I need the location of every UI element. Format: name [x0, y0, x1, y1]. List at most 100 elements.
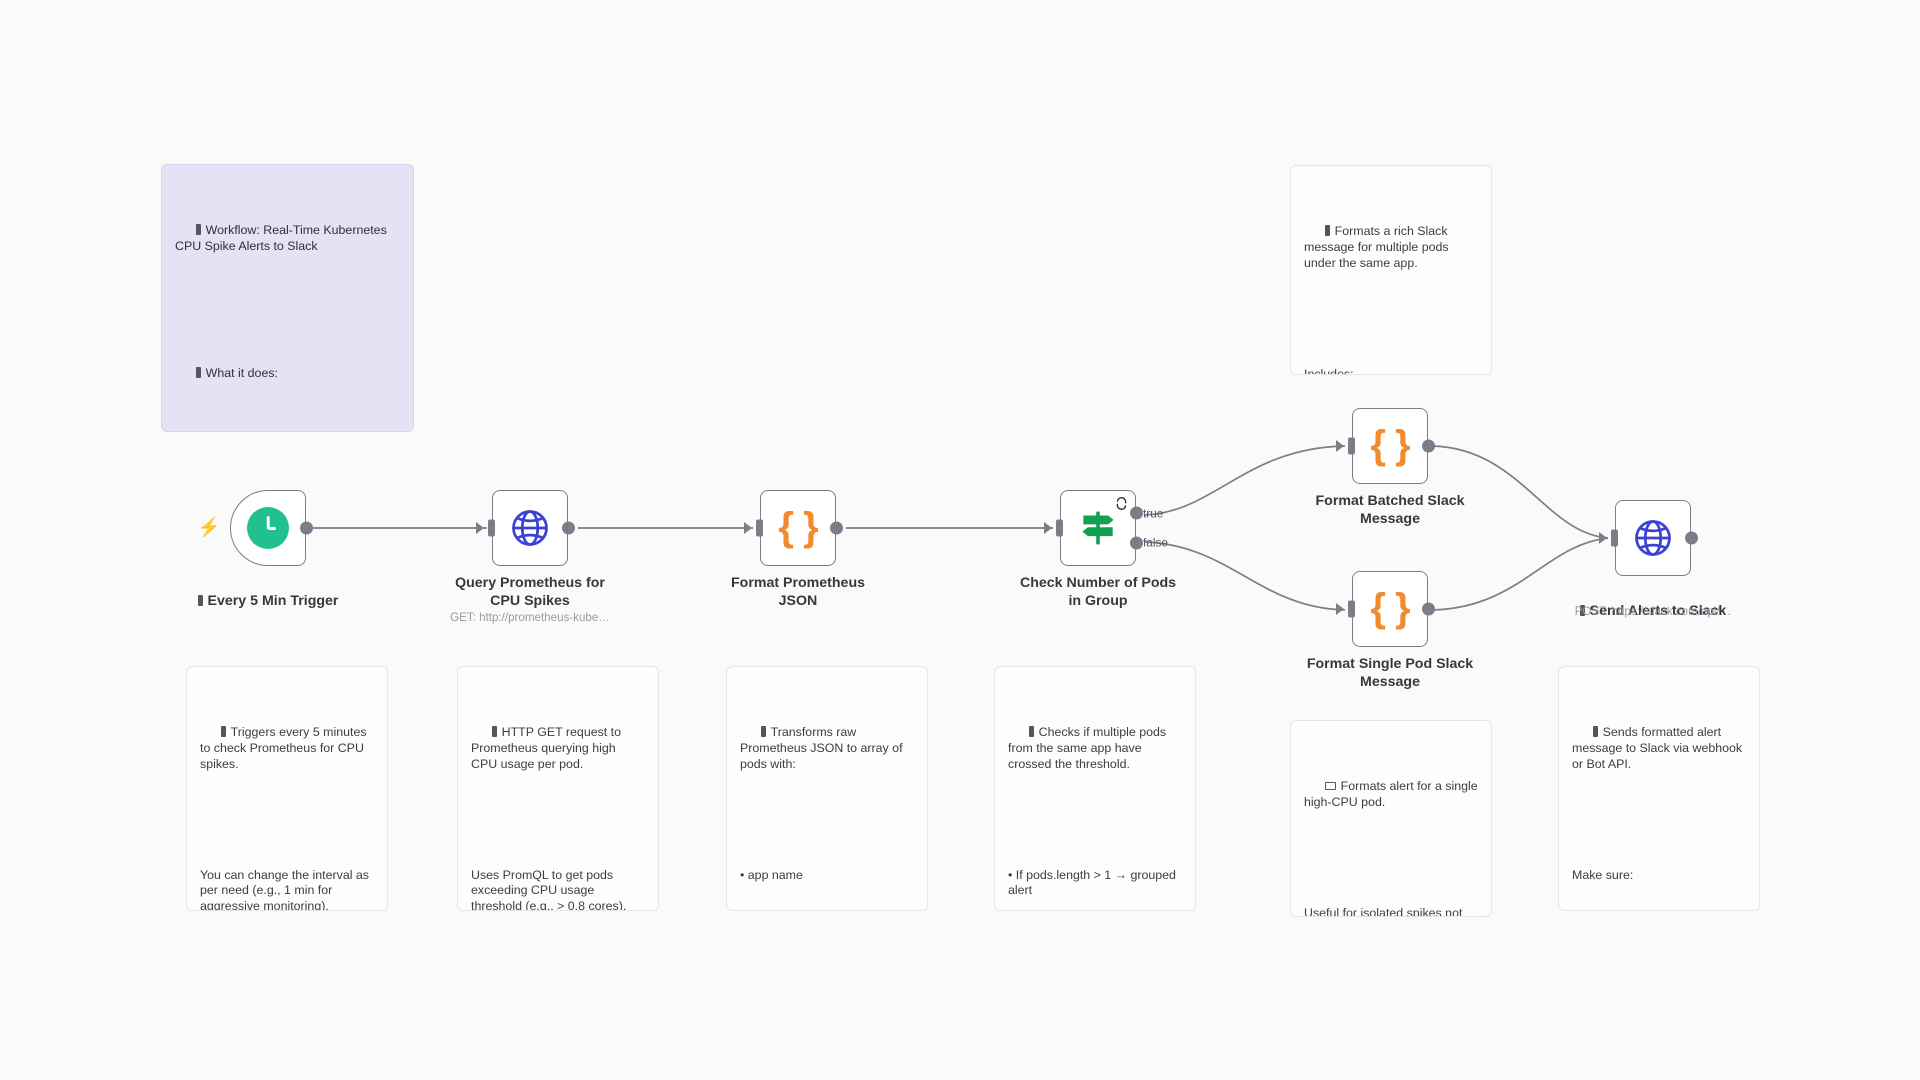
input-port[interactable] [756, 519, 763, 537]
sticky-line: Transforms raw Prometheus JSON to array … [740, 710, 914, 789]
output-label-true: true [1143, 506, 1164, 521]
sticky-spacer [471, 820, 645, 836]
output-port[interactable] [300, 521, 313, 535]
sticky-text: • If pods.length > 1 → grouped alert [1008, 867, 1180, 898]
input-port[interactable] [1348, 437, 1355, 455]
code-braces-icon: { } [1370, 585, 1410, 630]
note-icon [1028, 726, 1034, 738]
note-icon [195, 224, 201, 236]
node-label-text: Send Alerts to Slack [1589, 602, 1727, 619]
output-port[interactable] [1422, 439, 1435, 453]
note-icon [491, 726, 497, 738]
node-check-number-of-pods-in-group[interactable]: true false Check Number of Pods in Group [1020, 490, 1176, 609]
sticky-note-format[interactable]: Transforms raw Prometheus JSON to array … [726, 666, 928, 911]
node-label: Every 5 Min Trigger [153, 575, 383, 610]
sticky-spacer [740, 820, 914, 836]
note-icon [1324, 225, 1330, 237]
sticky-text: Formats a rich Slack message for multipl… [1304, 224, 1453, 270]
sticky-spacer [1008, 820, 1182, 836]
node-query-prometheus-for-cpu-spikes[interactable]: Query Prometheus for CPU Spikes GET: htt… [450, 490, 610, 624]
input-arrow-icon [1336, 440, 1344, 452]
output-port[interactable] [562, 521, 575, 535]
sticky-line: Formats alert for a single high-CPU pod. [1304, 764, 1478, 827]
sticky-text: Transforms raw Prometheus JSON to array … [740, 725, 906, 771]
sticky-text: Make sure: [1572, 867, 1634, 882]
node-every-5-min-trigger[interactable]: ⚡ Every 5 Min Trigger [197, 490, 338, 609]
input-arrow-icon [744, 522, 752, 534]
input-arrow-icon [1044, 522, 1052, 534]
sticky-text: Useful for isolated spikes not shared ac… [1304, 905, 1463, 917]
input-port[interactable] [1611, 529, 1618, 547]
sticky-spacer [1304, 858, 1478, 874]
node-subtitle: POST: https://slack.com/api/… [1574, 605, 1732, 618]
input-port[interactable] [488, 519, 495, 537]
globe-icon [512, 510, 548, 546]
node-format-batched-slack-message[interactable]: { } Format Batched Slack Message [1315, 408, 1465, 527]
sticky-text: Sends formatted alert message to Slack v… [1572, 725, 1746, 771]
node-label: Send Alerts to Slack [1538, 585, 1768, 620]
output-port[interactable] [1685, 531, 1698, 545]
sticky-spacer [200, 820, 374, 836]
sticky-text: Uses PromQL to get pods exceeding CPU us… [471, 867, 627, 911]
signpost-icon [1082, 511, 1114, 545]
sticky-text: Every 5 minutes, the workflow queries Pr… [175, 429, 400, 431]
node-send-alerts-to-slack[interactable]: Send Alerts to Slack POST: https://slack… [1575, 500, 1731, 619]
node-label: Check Number of Pods in Group [1019, 575, 1177, 609]
clock-icon [247, 507, 289, 549]
code-braces-icon: { } [1370, 422, 1410, 467]
note-icon [195, 366, 201, 378]
note-icon [1579, 604, 1585, 616]
node-label: Query Prometheus for CPU Spikes [455, 575, 605, 609]
node-label-text: Every 5 Min Trigger [207, 592, 339, 609]
note-icon [760, 726, 766, 738]
sticky-note-check[interactable]: Checks if multiple pods from the same ap… [994, 666, 1196, 911]
sticky-note-slack[interactable]: Sends formatted alert message to Slack v… [1558, 666, 1760, 911]
sticky-text: Workflow: Real-Time Kubernetes CPU Spike… [175, 223, 391, 254]
sticky-text: Checks if multiple pods from the same ap… [1008, 725, 1170, 771]
node-label: Format Single Pod Slack Message [1306, 656, 1474, 690]
output-label-false: false [1143, 535, 1168, 550]
sticky-note-trigger[interactable]: Triggers every 5 minutes to check Promet… [186, 666, 388, 911]
output-port-false[interactable]: false [1130, 536, 1168, 550]
output-port[interactable] [830, 521, 843, 535]
note-icon [220, 726, 226, 738]
input-arrow-icon [1599, 532, 1607, 544]
input-arrow-icon [476, 522, 484, 534]
node-format-single-pod-slack-message[interactable]: { } Format Single Pod Slack Message [1307, 571, 1473, 690]
code-braces-icon: { } [778, 504, 818, 549]
sticky-note-single-pod[interactable]: Formats alert for a single high-CPU pod.… [1290, 720, 1492, 917]
sticky-line: HTTP GET request to Prometheus querying … [471, 710, 645, 789]
sticky-note-http[interactable]: HTTP GET request to Prometheus querying … [457, 666, 659, 911]
sticky-text: HTTP GET request to Prometheus querying … [471, 725, 625, 771]
input-port[interactable] [1348, 600, 1355, 618]
sticky-spacer [1572, 820, 1746, 836]
node-label: Format Batched Slack Message [1315, 493, 1465, 527]
sticky-line: Workflow: Real-Time Kubernetes CPU Spike… [175, 208, 400, 271]
node-subtitle: GET: http://prometheus-kube… [450, 611, 610, 624]
sticky-text: Triggers every 5 minutes to check Promet… [200, 725, 370, 771]
globe-icon [1635, 520, 1671, 556]
note-icon [1592, 726, 1598, 738]
sticky-note-overview[interactable]: Workflow: Real-Time Kubernetes CPU Spike… [161, 164, 414, 432]
sticky-line: Formats a rich Slack message for multipl… [1304, 209, 1478, 288]
input-port[interactable] [1056, 519, 1063, 537]
sticky-text: What it does: [205, 365, 278, 380]
sticky-line: What it does: [175, 350, 400, 397]
node-label: Format Prometheus JSON [730, 575, 866, 609]
sticky-line: Triggers every 5 minutes to check Promet… [200, 710, 374, 789]
output-port-true[interactable]: true [1130, 506, 1163, 520]
lightning-bolt-icon: ⚡ [197, 517, 221, 539]
sticky-spacer [175, 302, 400, 318]
sticky-text: Formats alert for a single high-CPU pod. [1304, 779, 1482, 810]
sticky-text: • app name [740, 867, 803, 882]
mail-icon [1324, 782, 1336, 791]
sticky-note-batched-message[interactable]: Formats a rich Slack message for multipl… [1290, 165, 1492, 375]
note-icon [197, 594, 203, 606]
sticky-line: Checks if multiple pods from the same ap… [1008, 710, 1182, 789]
sticky-spacer [1304, 319, 1478, 335]
output-port[interactable] [1422, 602, 1435, 616]
sticky-text: You can change the interval as per need … [200, 867, 373, 911]
node-format-prometheus-json[interactable]: { } Format Prometheus JSON [731, 490, 865, 609]
refresh-issue-icon[interactable] [1115, 497, 1128, 510]
